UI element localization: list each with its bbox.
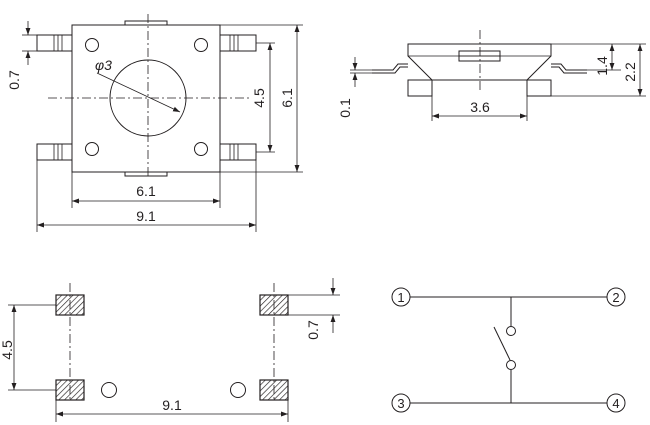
pcb-hole [101, 382, 117, 398]
button-diameter-leader [96, 72, 181, 113]
top-view-hole [85, 38, 99, 52]
side-view: 0.1 1.4 2.2 3.6 [337, 30, 646, 121]
pin-2: 2 [606, 287, 626, 307]
pcb-layout: 4.5 0.7 9.1 [0, 278, 340, 422]
top-view-lead-left-top [36, 34, 73, 52]
top-view-hole [194, 142, 208, 156]
top-view-hole [194, 38, 208, 52]
dim-side-foot-gap: 3.6 [470, 99, 490, 115]
dim-top-lead-width: 0.7 [6, 70, 22, 90]
dim-top-body-width: 6.1 [136, 183, 156, 199]
dim-pcb-pad-pitch: 4.5 [0, 340, 15, 360]
switch-contact-bottom [506, 360, 516, 370]
pin-4: 4 [606, 393, 626, 413]
side-view-foot-left [407, 79, 433, 97]
top-view-lead-right-bottom [219, 143, 257, 161]
switch-contact-top [506, 326, 516, 336]
pin-3: 3 [391, 393, 411, 413]
switch-lever [493, 326, 511, 361]
dim-button-diameter: φ3 [95, 57, 112, 73]
dim-top-total-width: 9.1 [136, 208, 156, 224]
side-view-lead-right [551, 63, 587, 74]
schematic: 1 2 3 4 [391, 287, 626, 413]
top-view-body [71, 24, 221, 173]
side-view-foot-right [526, 79, 552, 97]
dim-pcb-total-width: 9.1 [162, 397, 182, 413]
top-view-bottom-tab [124, 171, 168, 177]
dim-pcb-pad-size: 0.7 [305, 320, 321, 340]
dim-top-lead-pitch: 4.5 [251, 88, 267, 108]
svg-text:3: 3 [397, 396, 404, 411]
top-view-lead-right-top [219, 34, 257, 52]
pin-1: 1 [391, 287, 411, 307]
svg-text:2: 2 [612, 290, 619, 305]
svg-text:1: 1 [397, 290, 404, 305]
top-view-hole [85, 142, 99, 156]
top-view-top-tab [124, 20, 168, 26]
top-view: φ3 0.7 4.5 6.1 6.1 9.1 [6, 14, 303, 232]
side-view-lead-left [372, 63, 408, 74]
dim-side-lead-thickness: 0.1 [337, 98, 353, 118]
svg-text:4: 4 [612, 396, 619, 411]
dim-side-total-height: 2.2 [622, 62, 638, 82]
pcb-hole [230, 382, 246, 398]
top-view-lead-left-bottom [36, 143, 73, 161]
dim-side-body-height: 1.4 [594, 56, 610, 76]
dim-top-body-height: 6.1 [279, 88, 295, 108]
side-view-body [407, 43, 552, 81]
